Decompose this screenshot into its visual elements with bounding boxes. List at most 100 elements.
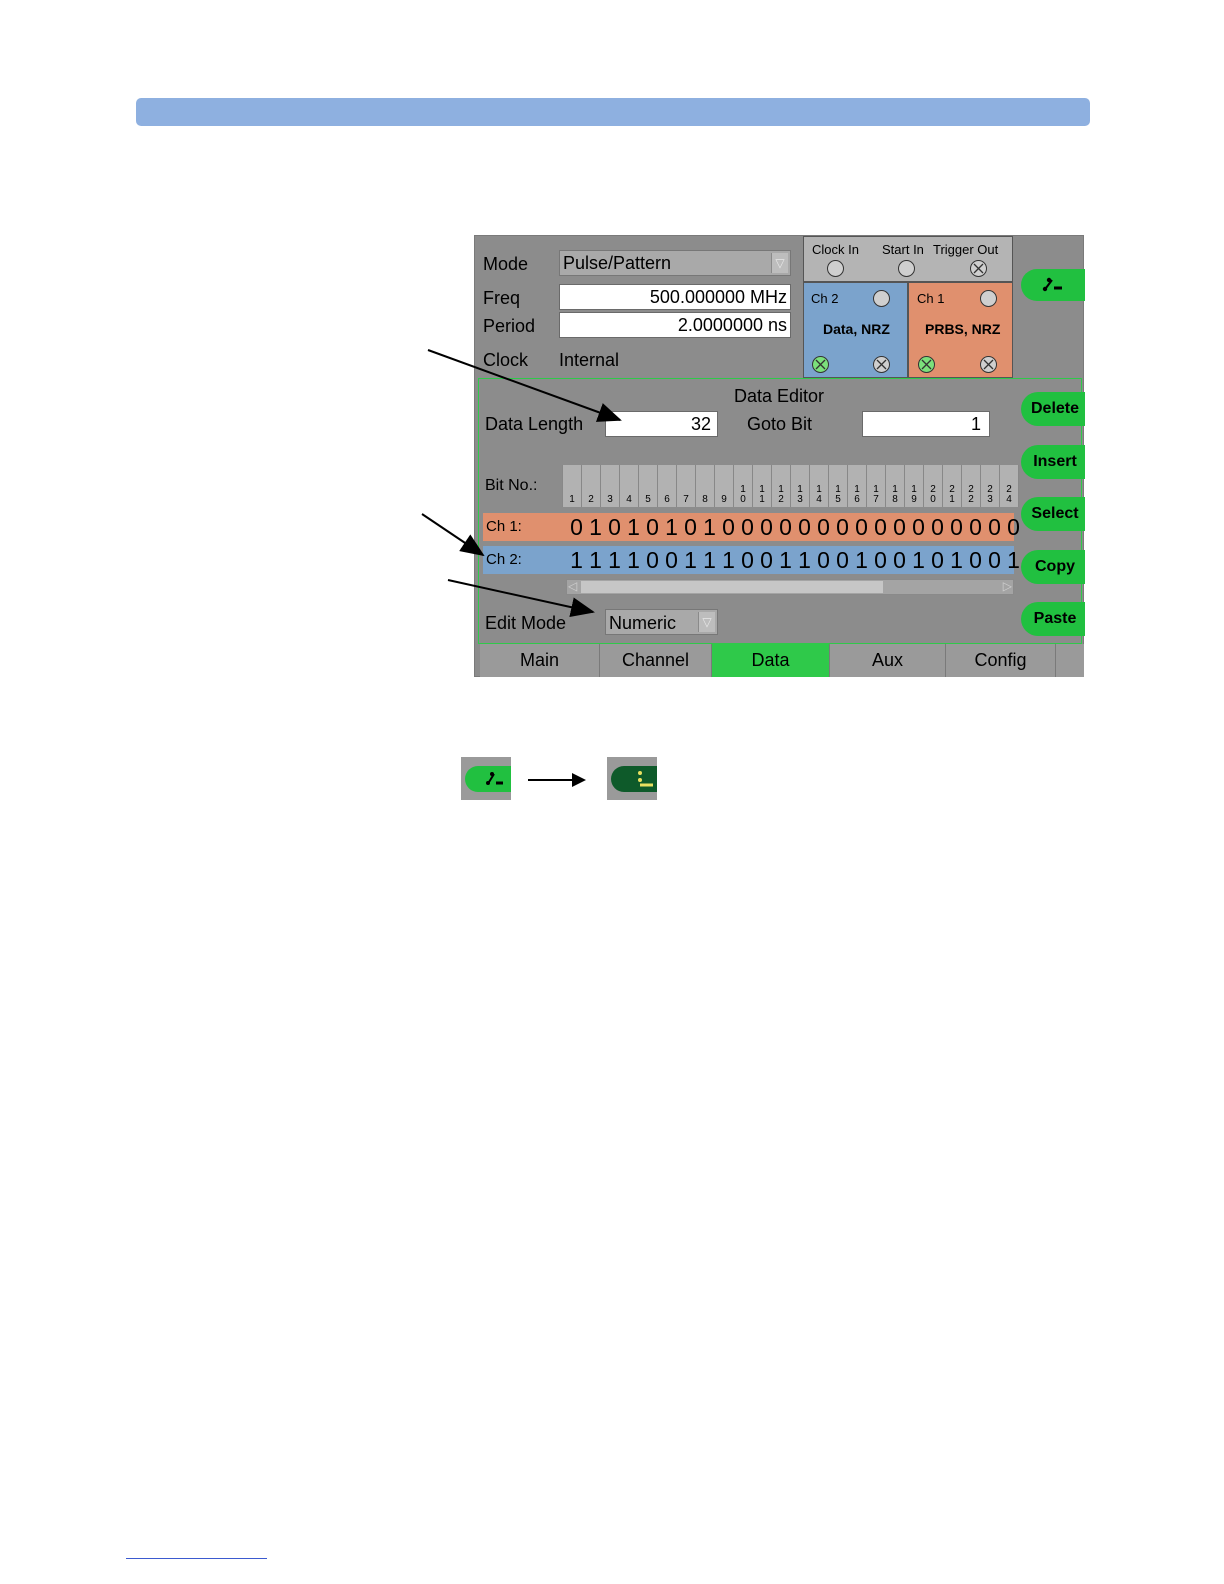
- ch2-bit[interactable]: 1: [798, 547, 811, 573]
- bit-number: 1 4: [816, 484, 822, 505]
- horizontal-scrollbar[interactable]: ◁ ▷: [566, 579, 1014, 595]
- tab-config[interactable]: Config: [946, 644, 1056, 677]
- arrow-ch2: [421, 513, 485, 557]
- ch2-bit[interactable]: 0: [741, 547, 754, 573]
- ch1-bit[interactable]: 0: [798, 514, 811, 540]
- ch1-bit[interactable]: 0: [779, 514, 792, 540]
- ch1-bit[interactable]: 1: [627, 514, 640, 540]
- ch2-bit[interactable]: 0: [665, 547, 678, 573]
- bit-number-cell: 1 6: [848, 465, 867, 507]
- bit-number: 2: [588, 494, 594, 505]
- ch2-bit[interactable]: 0: [893, 547, 906, 573]
- ch2-bit[interactable]: 0: [969, 547, 982, 573]
- period-field[interactable]: 2.0000000 ns: [559, 312, 791, 338]
- ch1-bit[interactable]: 0: [931, 514, 944, 540]
- scroll-right-icon[interactable]: ▷: [1002, 579, 1012, 593]
- ch1-bit[interactable]: 1: [589, 514, 602, 540]
- ch2-bit[interactable]: 1: [779, 547, 792, 573]
- ch2-bit[interactable]: 0: [931, 547, 944, 573]
- paste-button[interactable]: Paste: [1021, 602, 1085, 636]
- ch2-bit[interactable]: 1: [684, 547, 697, 573]
- ch1-bit[interactable]: 0: [912, 514, 925, 540]
- bit-number: 3: [607, 494, 613, 505]
- data-length-field[interactable]: 32: [605, 411, 718, 437]
- ch2-bit[interactable]: 1: [950, 547, 963, 573]
- freq-field[interactable]: 500.000000 MHz: [559, 284, 791, 310]
- ch2-bit[interactable]: 0: [836, 547, 849, 573]
- ch1-bit[interactable]: 0: [855, 514, 868, 540]
- tab-aux[interactable]: Aux: [830, 644, 946, 677]
- ch1-bit[interactable]: 0: [988, 514, 1001, 540]
- ch1-bit[interactable]: 0: [760, 514, 773, 540]
- scroll-left-icon[interactable]: ◁: [568, 579, 578, 593]
- select-button[interactable]: Select: [1021, 497, 1085, 531]
- clock-label: Clock: [483, 350, 529, 370]
- ch1-bit[interactable]: 0: [969, 514, 982, 540]
- ch2-bit[interactable]: 1: [912, 547, 925, 573]
- io-status-panel: Clock In Start In Trigger Out: [803, 236, 1013, 282]
- ch2-bit[interactable]: 1: [722, 547, 735, 573]
- ch2-mode: Data, NRZ: [823, 321, 890, 337]
- ch1-bit[interactable]: 0: [950, 514, 963, 540]
- mode-dropdown[interactable]: Pulse/Pattern ▽: [559, 250, 791, 276]
- ch2-bit[interactable]: 0: [874, 547, 887, 573]
- clock-in-label: Clock In: [812, 242, 859, 257]
- goto-bit-label: Goto Bit: [747, 414, 813, 434]
- goto-bit-field[interactable]: 1: [862, 411, 990, 437]
- ch1-bit[interactable]: 0: [570, 514, 583, 540]
- footer-rule: [126, 1558, 267, 1559]
- insert-button[interactable]: Insert: [1021, 445, 1085, 479]
- start-in-led-icon: [898, 260, 915, 277]
- bit-number: 4: [626, 494, 632, 505]
- tab-channel[interactable]: Channel: [600, 644, 712, 677]
- delete-button[interactable]: Delete: [1021, 392, 1085, 426]
- ch2-bit[interactable]: 0: [646, 547, 659, 573]
- ch2-bit[interactable]: 1: [855, 547, 868, 573]
- bit-number: 1 3: [797, 484, 803, 505]
- copy-button[interactable]: Copy: [1021, 550, 1085, 584]
- ch2-bit[interactable]: 1: [608, 547, 621, 573]
- ch2-bit[interactable]: 1: [703, 547, 716, 573]
- bit-number-cell: 1 2: [772, 465, 791, 507]
- ch1-bit[interactable]: 0: [874, 514, 887, 540]
- ch1-bit[interactable]: 0: [608, 514, 621, 540]
- ch1-bit[interactable]: 1: [665, 514, 678, 540]
- tab-main[interactable]: Main: [480, 644, 600, 677]
- tab-data[interactable]: Data: [712, 644, 830, 677]
- ch1-bit[interactable]: 0: [836, 514, 849, 540]
- ch1-bit[interactable]: 0: [684, 514, 697, 540]
- ch2-bit[interactable]: 0: [817, 547, 830, 573]
- bit-number-cell: 2 2: [962, 465, 981, 507]
- bit-number: 1 2: [778, 484, 784, 505]
- ch2-bit[interactable]: 1: [570, 547, 583, 573]
- scrollbar-thumb[interactable]: [581, 581, 883, 593]
- ch1-bit[interactable]: 0: [1007, 514, 1020, 540]
- bit-number-cell: 2 4: [1000, 465, 1019, 507]
- ch2-bit[interactable]: 0: [988, 547, 1001, 573]
- ch2-bit[interactable]: 1: [627, 547, 640, 573]
- ch2-bit[interactable]: 1: [589, 547, 602, 573]
- ch1-status-label: Ch 1: [917, 291, 945, 306]
- edit-mode-dropdown[interactable]: Numeric ▽: [605, 609, 718, 635]
- ch1-bit[interactable]: 1: [703, 514, 716, 540]
- ch1-bit[interactable]: 0: [817, 514, 830, 540]
- ch1-bit[interactable]: 0: [646, 514, 659, 540]
- output-on-icon-tile: [607, 757, 657, 800]
- ch1-bit[interactable]: 0: [893, 514, 906, 540]
- instrument-panel: Mode Pulse/Pattern ▽ Freq 500.000000 MHz…: [474, 235, 1085, 677]
- trigger-out-led-icon: [970, 260, 987, 277]
- ch1-bit[interactable]: 0: [722, 514, 735, 540]
- ch2-status-panel: Ch 2 Data, NRZ: [803, 282, 908, 378]
- bit-number: 7: [683, 494, 689, 505]
- ch2-bit[interactable]: 1: [1007, 547, 1020, 573]
- bit-number-cell: 1 5: [829, 465, 848, 507]
- output-toggle-button[interactable]: [1021, 269, 1085, 301]
- bit-number-cell: 2: [582, 465, 601, 507]
- ch1-bit[interactable]: 0: [741, 514, 754, 540]
- period-label: Period: [483, 316, 536, 336]
- ch2-bit[interactable]: 0: [760, 547, 773, 573]
